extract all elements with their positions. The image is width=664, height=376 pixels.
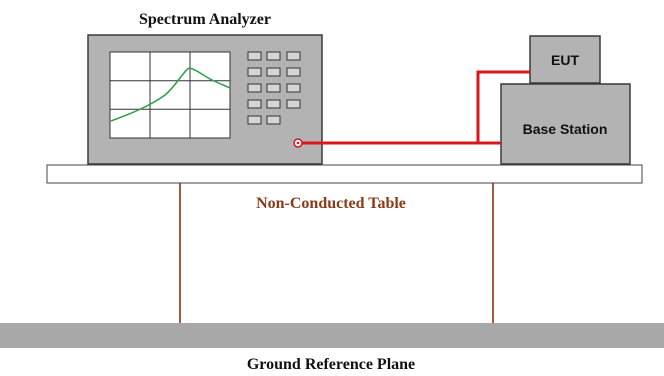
analyzer-keypad-buttons (247, 51, 301, 125)
spectrum-analyzer-label: Spectrum Analyzer (139, 11, 271, 28)
ground-plane-label: Ground Reference Plane (247, 356, 415, 373)
ground-plane (0, 323, 664, 348)
rf-connector-pin (296, 141, 300, 145)
table-top (46, 164, 643, 184)
table-label: Non-Conducted Table (256, 195, 406, 212)
spectrum-trace (110, 67, 231, 122)
spectrum-analyzer (87, 34, 323, 165)
analyzer-screen (109, 51, 231, 139)
base-station-label: Base Station (523, 121, 608, 137)
screen-grid (110, 52, 230, 138)
eut-box (529, 35, 601, 84)
eut-label: EUT (551, 52, 579, 68)
rf-cable-eut-link (476, 70, 530, 143)
base-station-box (500, 83, 631, 165)
